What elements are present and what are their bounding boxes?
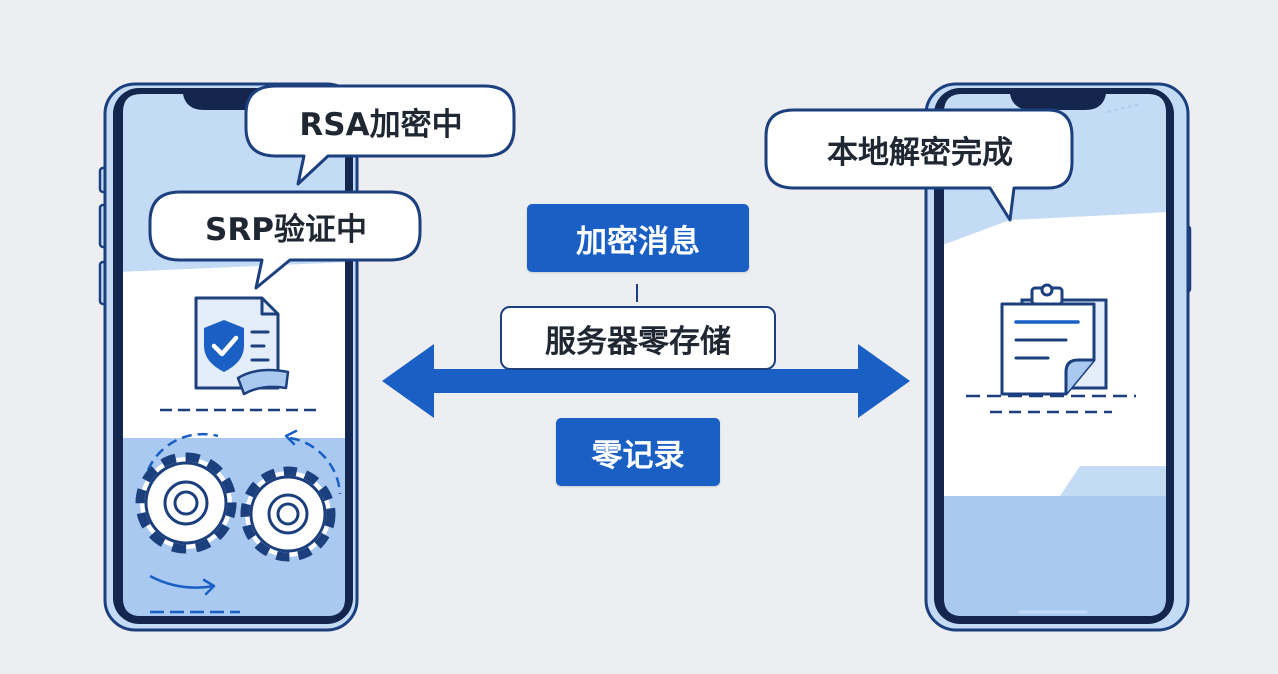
gears-icon <box>135 429 342 614</box>
double-arrow-icon <box>382 344 910 418</box>
tag-encrypted-message: 加密消息 <box>527 204 749 272</box>
bubble-srp: SRP验证中 <box>154 194 418 258</box>
shield-check-document-icon <box>194 296 290 396</box>
speaker-grille <box>1107 103 1141 113</box>
gear-icon <box>135 452 237 554</box>
tag-encrypted-label: 加密消息 <box>576 223 700 260</box>
bubble-done-label: 本地解密完成 <box>827 134 1013 171</box>
bubble-done: 本地解密完成 <box>770 112 1070 186</box>
bubble-srp-label: SRP验证中 <box>205 211 367 248</box>
tag-server-zero-storage: 服务器零存储 <box>500 306 776 370</box>
bubble-rsa-shape <box>244 84 516 186</box>
tag-zero-log-label: 零记录 <box>591 437 685 474</box>
bubble-srp-shape <box>148 190 422 290</box>
tag-zero-log: 零记录 <box>556 418 720 486</box>
bubble-rsa: RSA加密中 <box>250 88 512 154</box>
bubble-done-shape <box>764 108 1074 222</box>
tag-server-label: 服务器零存储 <box>545 323 731 360</box>
clipboard-document-icon <box>1000 283 1108 396</box>
gear-icon <box>240 466 336 562</box>
left-phone <box>98 82 516 632</box>
right-phone <box>764 82 1192 632</box>
bubble-rsa-label: RSA加密中 <box>299 106 463 143</box>
